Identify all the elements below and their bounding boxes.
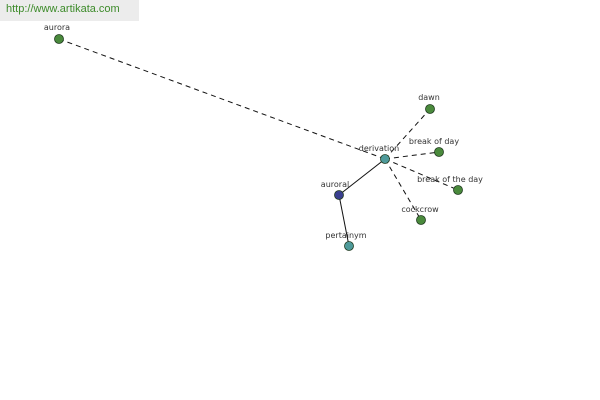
node-dot-break-of-day[interactable] [434,147,444,157]
node-break-of-day[interactable]: break of day [409,137,459,157]
node-dot-derivation[interactable] [380,154,390,164]
nodes-layer: aurora derivation dawn break of day break of… [44,23,483,251]
node-dot-break-of-the-day[interactable] [453,185,463,195]
node-auroral[interactable]: auroral [321,180,349,200]
node-break-of-the-day[interactable]: break of the day [417,175,483,195]
node-dot-cockcrow[interactable] [416,215,426,225]
watermark-box: http://www.artikata.com [0,0,139,21]
node-dot-dawn[interactable] [425,104,435,114]
edge-derivation-dawn [384,108,431,160]
node-derivation[interactable]: derivation [359,144,399,164]
node-label-dawn: dawn [418,93,440,102]
edge-auroral-derivation [338,158,386,196]
node-label-derivation: derivation [359,144,399,153]
node-cockcrow[interactable]: cockcrow [401,205,439,225]
node-aurora[interactable]: aurora [44,23,70,44]
edge-derivation-break-of-day [384,151,440,160]
node-pertainym[interactable]: pertainym [325,231,367,251]
edge-derivation-break-of-the-day [384,158,459,191]
edge-aurora-derivation [58,38,386,160]
watermark-url: http://www.artikata.com [6,3,120,15]
edges-layer [58,38,459,247]
node-dawn[interactable]: dawn [418,93,440,114]
edge-derivation-cockcrow [384,158,422,221]
node-dot-aurora[interactable] [54,34,64,44]
edge-auroral-pertainym [338,194,350,247]
node-label-aurora: aurora [44,23,70,32]
node-label-auroral: auroral [321,180,349,189]
node-dot-auroral[interactable] [334,190,344,200]
node-label-break-of-the-day: break of the day [417,175,483,184]
node-label-break-of-day: break of day [409,137,459,146]
node-label-pertainym: pertainym [325,231,366,240]
node-dot-pertainym[interactable] [344,241,354,251]
node-label-cockcrow: cockcrow [401,205,439,214]
